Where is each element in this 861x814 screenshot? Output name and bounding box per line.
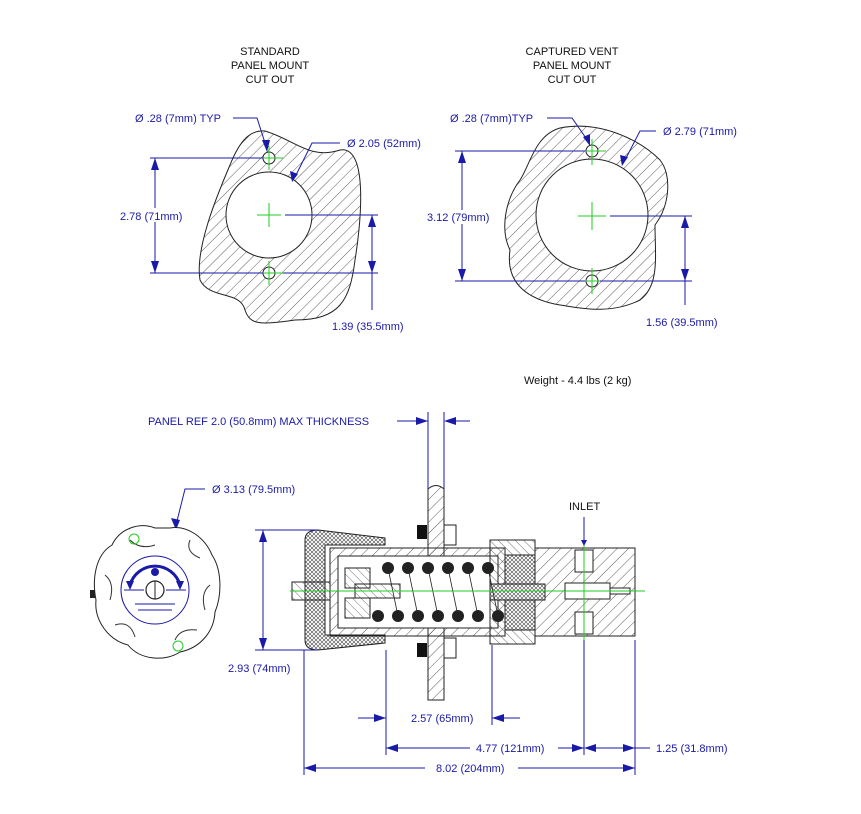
knob-diameter-callout: Ø 3.13 (79.5mm) — [212, 484, 295, 496]
height-dimension: 2.93 (74mm) — [228, 663, 290, 675]
overall-length-dimension: 8.02 (204mm) — [436, 763, 504, 775]
panel-ref-label: PANEL REF 2.0 (50.8mm) MAX THICKNESS — [148, 416, 369, 428]
regulator-section-view: INLET 2.93 (74mm) 2.57 (65mm) 4.77 (121m… — [228, 485, 728, 775]
captured-title-line2: PANEL MOUNT — [533, 60, 612, 72]
captured-title-line1: CAPTURED VENT — [526, 46, 619, 58]
mid-length-dimension: 4.77 (121mm) — [476, 743, 544, 755]
standard-cutout-view: STANDARD PANEL MOUNT CUT OUT Ø .28 (7mm)… — [120, 46, 421, 333]
captured-hole-spacing: 3.12 (79mm) — [427, 212, 489, 224]
standard-panel-shape — [198, 130, 362, 324]
standard-bore-callout: Ø 2.05 (52mm) — [347, 138, 421, 150]
standard-title-line3: CUT OUT — [246, 74, 295, 86]
weight-label: Weight - 4.4 lbs (2 kg) — [524, 375, 631, 387]
standard-title-line1: STANDARD — [240, 46, 300, 58]
captured-hole-callout: Ø .28 (7mm)TYP — [450, 113, 533, 125]
captured-center-offset: 1.56 (39.5mm) — [646, 317, 718, 329]
knob-section — [304, 529, 386, 651]
body-length-dimension: 2.57 (65mm) — [411, 713, 473, 725]
spring-coils — [372, 562, 504, 622]
captured-bore-callout: Ø 2.79 (71mm) — [663, 126, 737, 138]
standard-hole-spacing: 2.78 (71mm) — [120, 211, 182, 223]
captured-panel-shape — [504, 125, 669, 310]
standard-title-line2: PANEL MOUNT — [231, 60, 310, 72]
knob-front-view: Ø 3.13 (79.5mm) — [90, 484, 295, 659]
captured-vent-cutout-view: CAPTURED VENT PANEL MOUNT CUT OUT Ø .28 … — [425, 46, 737, 329]
captured-title-line3: CUT OUT — [548, 74, 597, 86]
standard-center-offset: 1.39 (35.5mm) — [332, 321, 404, 333]
inlet-length-dimension: 1.25 (31.8mm) — [656, 743, 728, 755]
standard-hole-callout: Ø .28 (7mm) TYP — [135, 113, 221, 125]
panel-ref-dimension: PANEL REF 2.0 (50.8mm) MAX THICKNESS — [148, 412, 470, 490]
rotation-arrow-icon — [128, 564, 182, 586]
inlet-label: INLET — [569, 501, 600, 513]
